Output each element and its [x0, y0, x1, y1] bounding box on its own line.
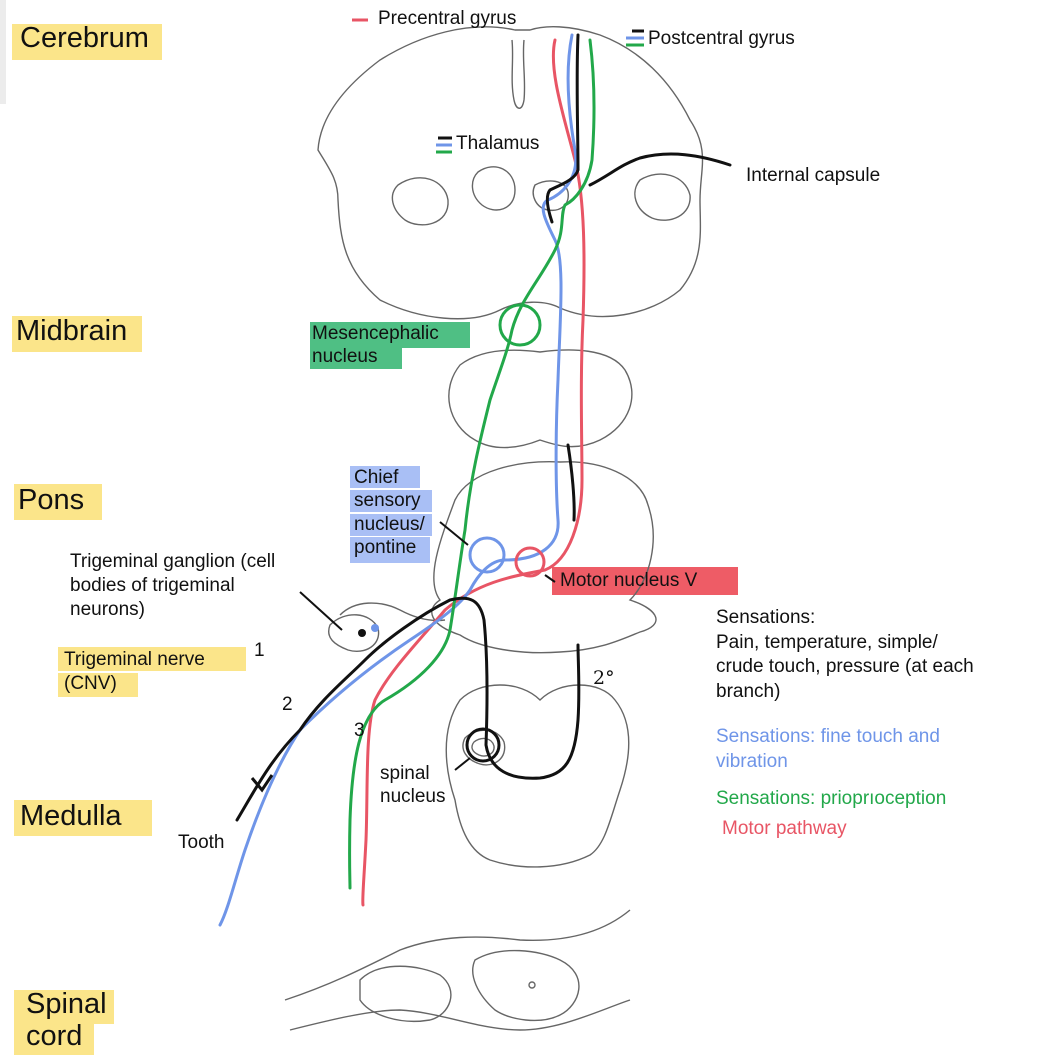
pain-temp-ascending	[568, 445, 574, 520]
region-midbrain: Midbrain	[16, 315, 127, 348]
ventricle-mid	[472, 167, 515, 210]
grey-matter-left	[360, 966, 451, 1021]
region-spinal-cord: Spinal cord	[26, 988, 107, 1053]
label-mesencephalic-nucleus: Mesencephalic nucleus	[312, 323, 439, 369]
pathways	[220, 35, 730, 925]
label-trigeminal-nerve: Trigeminal nerve (CNV)	[64, 648, 205, 696]
cerebrum-fissure	[512, 40, 525, 108]
nuclei	[467, 305, 544, 761]
leader-ganglion	[300, 592, 342, 630]
label-internal-capsule: Internal capsule	[746, 165, 880, 187]
label-trigeminal-ganglion: Trigeminal ganglion (cell bodies of trig…	[70, 550, 275, 621]
brain-outlines	[285, 27, 703, 1030]
label-thalamus: Thalamus	[456, 133, 539, 155]
grey-matter-right	[473, 951, 579, 1021]
legend-green: Sensations: prioprıoception	[716, 788, 946, 810]
label-spinal-nucleus: spinal nucleus	[380, 763, 446, 809]
legend-blue: Sensations: fine touch and vibration	[716, 725, 940, 774]
ganglion-cell-icon	[358, 624, 379, 637]
label-motor-nucleus: Motor nucleus V	[560, 570, 697, 592]
label-second-order: 2°	[593, 668, 615, 690]
spinal-nucleus-inner	[472, 739, 494, 756]
label-branch-3: 3	[354, 720, 365, 742]
spinal-cord-upper	[285, 910, 630, 1000]
region-pons: Pons	[18, 484, 84, 517]
label-precentral-gyrus: Precentral gyrus	[378, 8, 516, 30]
spinal-cord-lower	[290, 1000, 630, 1030]
pain-temp-upper	[547, 35, 578, 222]
ganglion-outline	[329, 615, 379, 651]
midbrain-outline	[449, 350, 632, 448]
ventricle-right	[635, 174, 690, 220]
label-postcentral-gyrus: Postcentral gyrus	[648, 28, 795, 50]
region-cerebrum: Cerebrum	[20, 22, 149, 55]
region-medulla: Medulla	[20, 800, 122, 833]
medulla-outline	[446, 685, 629, 867]
internal-capsule-line	[590, 154, 730, 185]
ventricle-left	[392, 178, 448, 225]
label-tooth: Tooth	[178, 832, 224, 854]
legend-black: Sensations: Pain, temperature, simple/ c…	[716, 606, 974, 705]
label-branch-2: 2	[282, 694, 293, 716]
leader-spinal	[455, 758, 470, 770]
label-chief-sensory: Chief sensory nucleus/ pontine	[354, 466, 425, 559]
central-canal	[529, 982, 535, 988]
cerebrum-outline	[318, 27, 703, 319]
label-branch-1: 1	[254, 640, 265, 662]
legend-red: Motor pathway	[722, 818, 847, 840]
